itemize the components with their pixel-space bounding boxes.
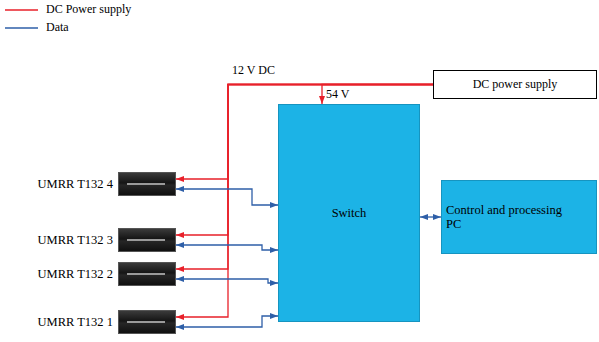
legend-text: Data <box>46 21 69 35</box>
radar-sensor: UMRR T132 4 <box>118 172 176 196</box>
power-wire <box>322 85 433 105</box>
data-link <box>176 279 278 283</box>
switch-box: Switch <box>278 104 420 322</box>
legend-line-blue <box>5 27 38 29</box>
power-supply-box: DC power supply <box>433 70 597 99</box>
voltage-label: 12 V DC <box>232 64 275 78</box>
radar-detail <box>127 273 165 275</box>
legend-text: DC Power supply <box>46 3 131 17</box>
node-text: UMRR T132 1 <box>38 315 113 330</box>
radar-detail <box>127 321 165 323</box>
data-link <box>420 216 441 217</box>
node-text: DC power supply <box>473 78 558 92</box>
node-text: Switch <box>332 206 367 220</box>
pc-box: Control and processing PC <box>441 180 597 254</box>
node-text: UMRR T132 2 <box>38 267 113 282</box>
data-link <box>176 189 278 205</box>
radar-sensor: UMRR T132 3 <box>118 228 176 252</box>
radar-detail <box>127 183 165 185</box>
radar-detail <box>127 239 165 241</box>
node-text: UMRR T132 4 <box>38 177 113 192</box>
radar-sensor: UMRR T132 2 <box>118 262 176 286</box>
data-link <box>176 316 278 327</box>
legend-line-red <box>5 9 38 11</box>
data-link <box>176 245 278 250</box>
node-text: Control and processing PC <box>446 203 571 232</box>
radar-sensor: UMRR T132 1 <box>118 310 176 334</box>
voltage-label: 54 V <box>326 88 349 102</box>
node-text: UMRR T132 3 <box>38 233 113 248</box>
